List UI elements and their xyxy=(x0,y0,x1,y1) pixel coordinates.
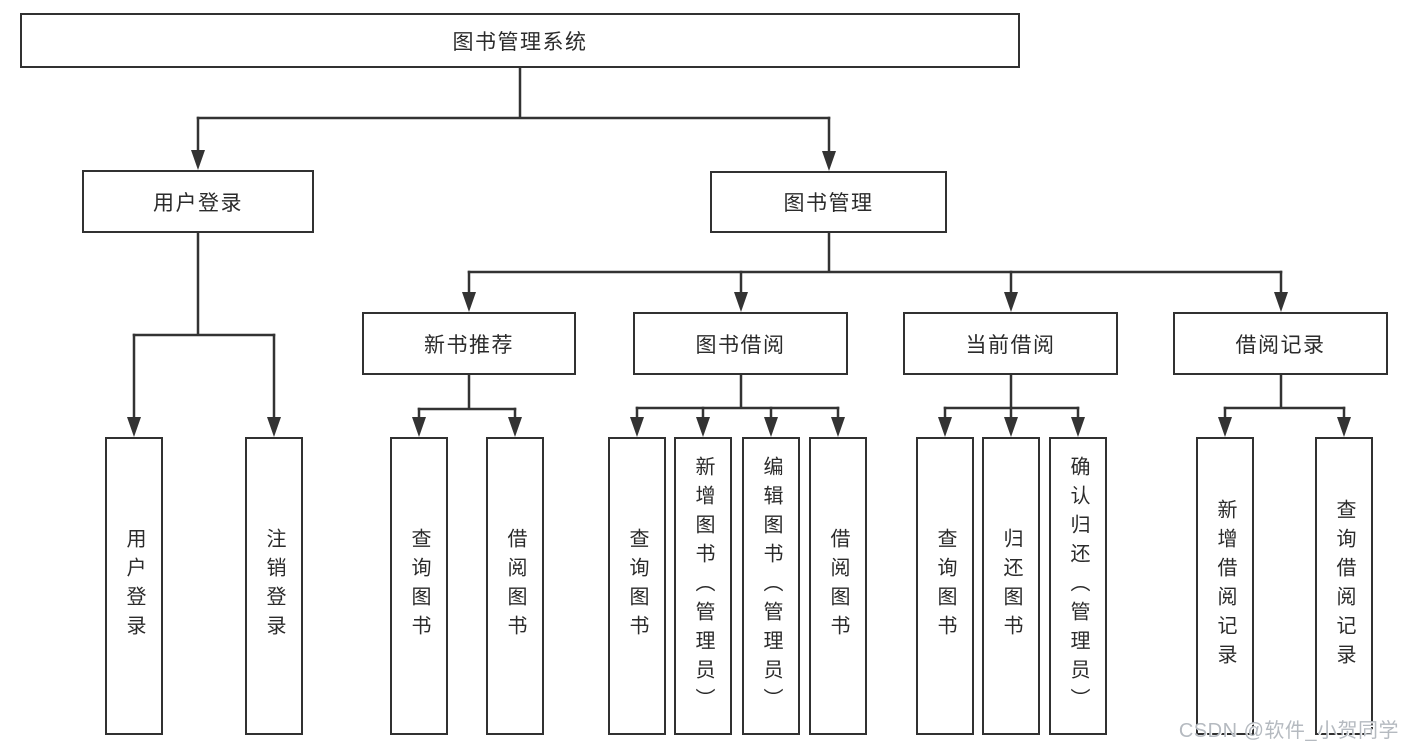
node-edit-book-admin: 编辑图书（管理员） xyxy=(742,437,800,735)
node-label: 借阅记录 xyxy=(1235,333,1326,357)
node-borrow-books-borrowing: 借阅图书 xyxy=(809,437,867,735)
node-label: 注销登录 xyxy=(263,528,285,644)
node-label: 新增图书（管理员） xyxy=(692,455,714,717)
node-label: 查询图书 xyxy=(626,528,648,644)
node-label: 图书借阅 xyxy=(695,333,786,357)
node-label: 编辑图书（管理员） xyxy=(760,455,782,717)
node-label: 新书推荐 xyxy=(424,333,514,357)
node-borrow-books-recommend: 借阅图书 xyxy=(486,437,544,735)
node-query-borrow-record: 查询借阅记录 xyxy=(1315,437,1373,735)
node-user-login: 用户登录 xyxy=(82,170,314,233)
node-confirm-return-admin: 确认归还（管理员） xyxy=(1049,437,1107,735)
node-label: 确认归还（管理员） xyxy=(1067,455,1089,717)
node-label: 借阅图书 xyxy=(504,528,526,644)
node-label: 图书管理 xyxy=(783,192,874,215)
node-label: 新增借阅记录 xyxy=(1214,499,1236,673)
node-return-books: 归还图书 xyxy=(982,437,1040,735)
node-current-borrowing: 当前借阅 xyxy=(903,312,1118,375)
node-add-borrow-record: 新增借阅记录 xyxy=(1196,437,1254,735)
node-library-system: 图书管理系统 xyxy=(20,13,1020,68)
node-label: 图书管理系统 xyxy=(452,30,588,54)
node-label: 查询图书 xyxy=(934,528,956,644)
node-new-book-recommend: 新书推荐 xyxy=(362,312,576,375)
node-label: 归还图书 xyxy=(1000,528,1022,644)
node-label: 用户登录 xyxy=(123,528,145,644)
node-label: 查询图书 xyxy=(408,528,430,644)
node-label: 当前借阅 xyxy=(965,333,1056,357)
node-label: 查询借阅记录 xyxy=(1333,499,1355,673)
node-query-books-borrowing: 查询图书 xyxy=(608,437,666,735)
node-book-management: 图书管理 xyxy=(710,171,947,233)
node-add-book-admin: 新增图书（管理员） xyxy=(674,437,732,735)
node-query-books-current: 查询图书 xyxy=(916,437,974,735)
watermark: CSDN @软件_小贺同学 xyxy=(1178,720,1399,742)
node-logout-action: 注销登录 xyxy=(245,437,303,735)
node-label: 借阅图书 xyxy=(827,528,849,644)
node-borrowing-records: 借阅记录 xyxy=(1173,312,1388,375)
node-user-login-action: 用户登录 xyxy=(105,437,163,735)
node-label: 用户登录 xyxy=(153,191,243,215)
node-query-books-recommend: 查询图书 xyxy=(390,437,448,735)
node-book-borrowing: 图书借阅 xyxy=(633,312,848,375)
